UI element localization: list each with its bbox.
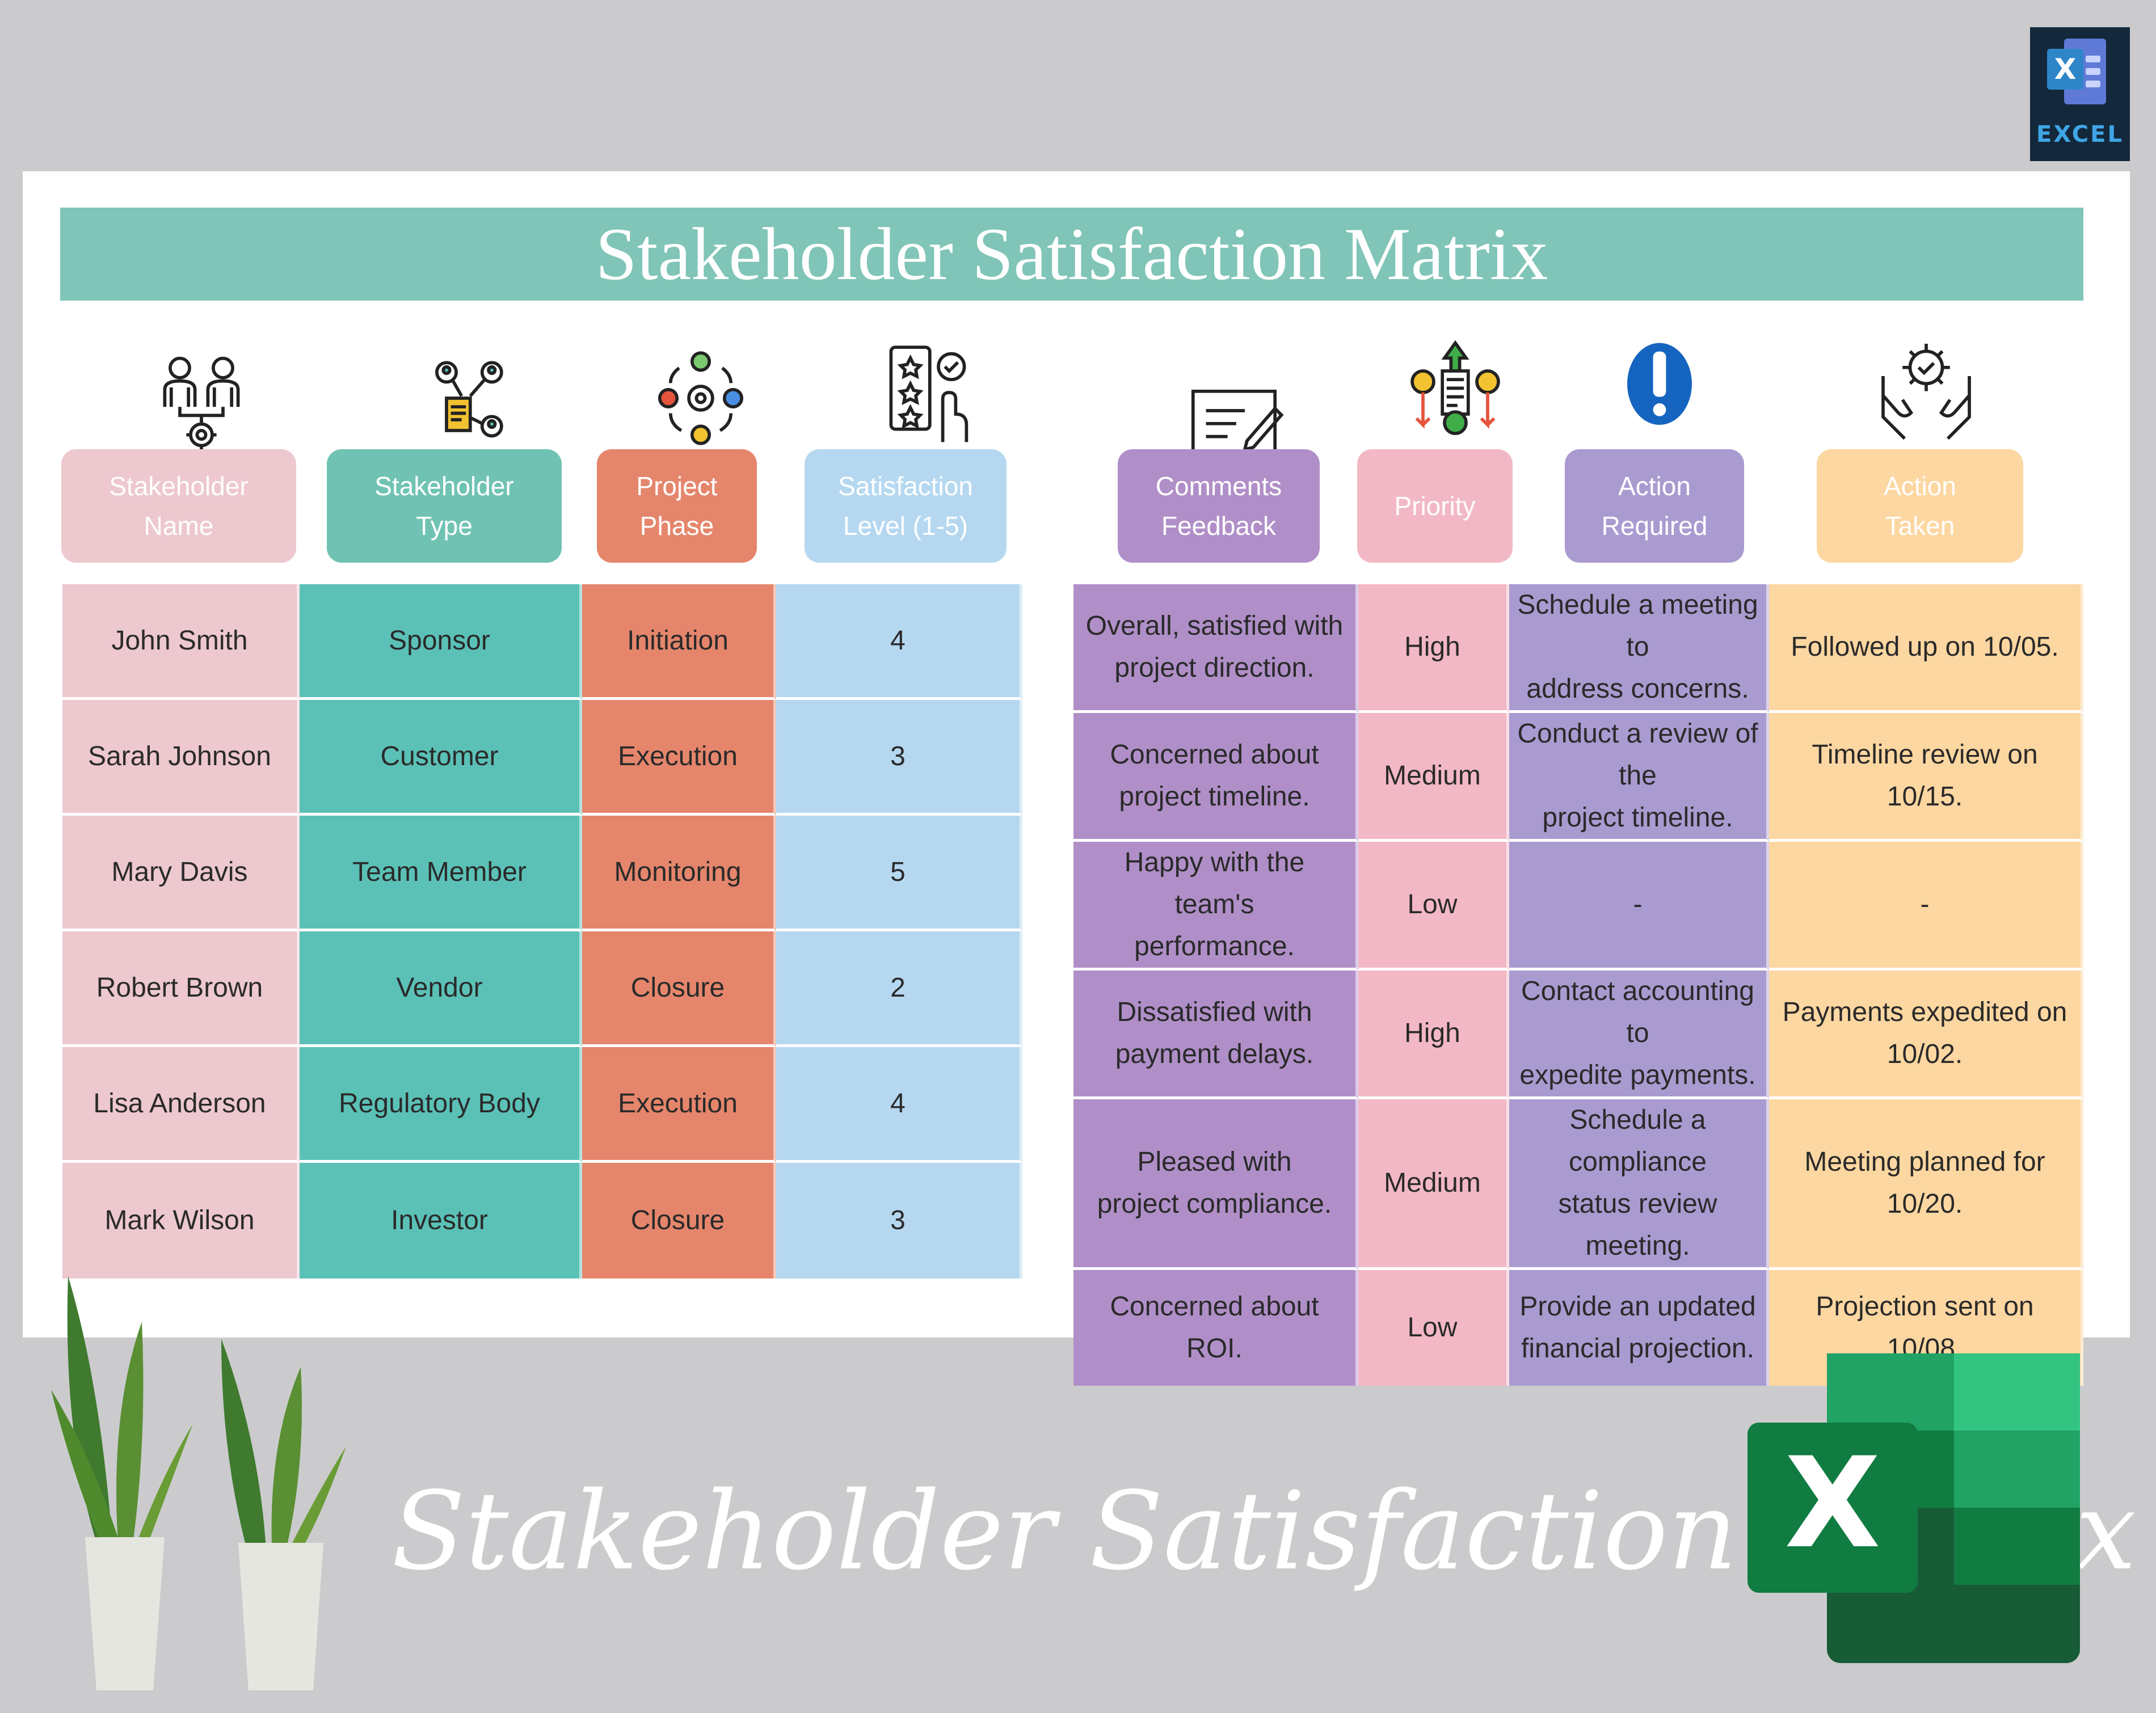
project-phase-cell: Execution [582,1047,776,1163]
excel-logo-icon: X [1747,1353,2082,1663]
comments-cell: Concerned about project timeline. [1073,713,1358,842]
feedback-table: Overall, satisfied with project directio… [1073,584,2083,1386]
priority-cell: High [1358,584,1509,713]
matrix-sheet: Stakeholder Satisfaction Matrix [23,171,2130,1386]
stakeholder-type-cell: Investor [300,1163,582,1279]
excel-badge: X EXCEL [2030,27,2130,161]
network-icon [414,341,522,455]
header-priority: Priority [1357,449,1513,563]
priority-icon [1401,336,1509,449]
action-taken-cell: Followed up on 10/05. [1769,584,2083,713]
stakeholder-name-cell: Lisa Anderson [62,1047,300,1163]
satisfaction-cell: 4 [776,1047,1022,1163]
table-row: Sarah Johnson Customer Execution 3 [62,700,1022,816]
action-required-cell: Contact accounting to expedite payments. [1509,971,1769,1099]
stakeholder-name-cell: Mark Wilson [62,1163,300,1279]
table-row: Mary Davis Team Member Monitoring 5 [62,816,1022,931]
table-row: Dissatisfied with payment delays. High C… [1073,971,2083,1099]
table-row: Concerned about ROI. Low Provide an upda… [1073,1270,2083,1386]
stakeholder-name-cell: Mary Davis [62,816,300,931]
stakeholder-name-cell: Robert Brown [62,931,300,1047]
satisfaction-cell: 3 [776,1163,1022,1279]
header-stakeholder-name: Stakeholder Name [61,449,296,563]
satisfaction-cell: 3 [776,700,1022,816]
table-row: Mark Wilson Investor Closure 3 [62,1163,1022,1279]
stakeholder-type-cell: Regulatory Body [300,1047,582,1163]
action-required-cell: Provide an updated financial projection. [1509,1270,1769,1386]
stakeholder-type-cell: Sponsor [300,584,582,700]
stakeholder-name-cell: John Smith [62,584,300,700]
table-row: Pleased with project compliance. Medium … [1073,1099,2083,1270]
exclamation-icon [1606,336,1713,449]
action-taken-cell: - [1769,842,2083,971]
comments-cell: Overall, satisfied with project directio… [1073,584,1358,713]
header-project-phase: Project Phase [597,449,757,563]
action-required-cell: Conduct a review of the project timeline… [1509,713,1769,842]
stakeholder-name-cell: Sarah Johnson [62,700,300,816]
project-phase-cell: Closure [582,1163,776,1279]
project-phase-cell: Execution [582,700,776,816]
rating-icon [874,336,982,449]
table-row: Robert Brown Vendor Closure 2 [62,931,1022,1047]
table-row: Happy with the team's performance. Low -… [1073,842,2083,971]
excel-logo-letter: X [1784,1431,1881,1576]
table-row: Concerned about project timeline. Medium… [1073,713,2083,842]
page-title: Stakeholder Satisfaction Matrix [60,208,2083,301]
satisfaction-cell: 5 [776,816,1022,931]
header-satisfaction-level: Satisfaction Level (1-5) [805,449,1007,563]
project-phase-cell: Monitoring [582,816,776,931]
plant-left [51,1276,193,1690]
table-row: Overall, satisfied with project directio… [1073,584,2083,713]
project-phase-cell: Closure [582,931,776,1047]
satisfaction-cell: 2 [776,931,1022,1047]
comments-cell: Dissatisfied with payment delays. [1073,971,1358,1099]
table-row: Lisa Anderson Regulatory Body Execution … [62,1047,1022,1163]
header-action-taken: Action Taken [1817,449,2023,563]
stakeholders-icon [148,341,255,455]
action-required-cell: Schedule a compliance status review meet… [1509,1099,1769,1270]
process-cycle-icon [647,341,755,455]
footer-title: Stakeholder Satisfaction Matrix [391,1469,2137,1594]
table-row: John Smith Sponsor Initiation 4 [62,584,1022,700]
comments-cell: Happy with the team's performance. [1073,842,1358,971]
plant-right [221,1339,346,1690]
action-required-cell: - [1509,842,1769,971]
priority-cell: Medium [1358,713,1509,842]
action-required-cell: Schedule a meeting to address concerns. [1509,584,1769,713]
header-action-required: Action Required [1565,449,1744,563]
hands-gear-icon [1872,330,1980,444]
header-stakeholder-type: Stakeholder Type [327,449,562,563]
action-taken-cell: Payments expedited on 10/02. [1769,971,2083,1099]
action-taken-cell: Meeting planned for 10/20. [1769,1099,2083,1270]
stakeholder-type-cell: Vendor [300,931,582,1047]
priority-cell: Medium [1358,1099,1509,1270]
satisfaction-cell: 4 [776,584,1022,700]
comments-cell: Pleased with project compliance. [1073,1099,1358,1270]
comments-cell: Concerned about ROI. [1073,1270,1358,1386]
priority-cell: Low [1358,842,1509,971]
stakeholder-type-cell: Customer [300,700,582,816]
project-phase-cell: Initiation [582,584,776,700]
stakeholder-type-cell: Team Member [300,816,582,931]
stakeholder-table: John Smith Sponsor Initiation 4 Sarah Jo… [62,584,1022,1279]
header-comments-feedback: Comments Feedback [1118,449,1320,563]
priority-cell: Low [1358,1270,1509,1386]
action-taken-cell: Timeline review on 10/15. [1769,713,2083,842]
priority-cell: High [1358,971,1509,1099]
excel-x-icon: X [2047,49,2083,90]
badge-label: EXCEL [2036,121,2124,147]
plant-decoration [51,1276,369,1696]
